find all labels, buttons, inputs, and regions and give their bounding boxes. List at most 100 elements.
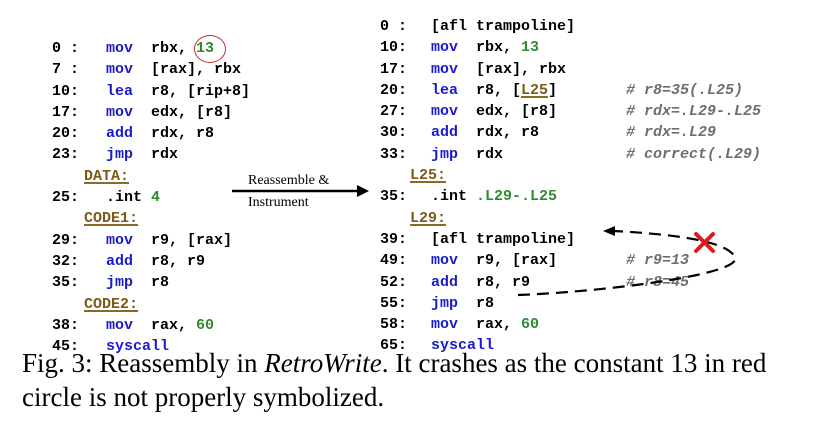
trampoline-marker: [afl trampoline] [431, 18, 576, 35]
code-label-line: L29: [380, 208, 761, 229]
arrow-label-line2: Instrument [248, 195, 309, 210]
address: 29: [52, 231, 80, 249]
code-line: 45:syscall [52, 336, 250, 357]
section-label: CODE1: [84, 210, 139, 228]
trampoline-marker: [afl trampoline] [431, 230, 576, 248]
operands: .L29-.L25 [476, 186, 557, 207]
address: 35: [380, 188, 408, 206]
code-label-line: CODE1: [52, 208, 250, 229]
code-line: 25: .int 4 [52, 187, 250, 208]
operands: rdx, r8 [476, 122, 626, 143]
section-label: L25: [410, 167, 447, 185]
code-line: 0 :[afl trampoline] [380, 16, 761, 37]
address: 0 : [52, 40, 80, 57]
operands: rax, 60 [151, 315, 214, 336]
immediate-value: 60 [521, 316, 540, 334]
section-label: L29: [410, 209, 447, 227]
immediate-value: 60 [196, 316, 215, 334]
arrow-label-line1: Reassemble & [248, 173, 330, 188]
code-comment: # r8=35(.L25) [626, 81, 744, 99]
code-line: 17: mov [rax], rbx [380, 59, 761, 80]
address: 10: [52, 82, 80, 100]
caption-tool-name: RetroWrite [264, 348, 382, 378]
address: 55: [380, 294, 408, 312]
operands: r8, [L25] [476, 80, 626, 101]
operand-text: r9, [rax] [476, 252, 558, 270]
immediate-value: .L29-.L25 [476, 188, 558, 206]
code-line: 32: add r8, r9 [52, 251, 250, 272]
operands: rax, 60 [476, 314, 539, 335]
address: 52: [380, 273, 408, 291]
address: 10: [380, 39, 408, 57]
instruction-mnemonic: mov [106, 103, 134, 121]
operand-text: rbx, [151, 40, 197, 57]
address: 49: [380, 252, 408, 270]
address: 45: [52, 338, 80, 356]
code-line: 7 :mov[rax], rbx [52, 59, 250, 80]
operand-text: edx, [r8] [476, 103, 558, 121]
instruction-mnemonic: mov [106, 40, 134, 57]
address: 17: [380, 60, 408, 78]
code-comment: # r9=13 [626, 252, 690, 270]
instruction-mnemonic: jmp [106, 274, 134, 292]
instruction-mnemonic: mov [106, 231, 134, 249]
code-line: 55: jmp r8 [380, 293, 761, 314]
instruction-mnemonic: .int [106, 189, 143, 207]
instruction-mnemonic: jmp [431, 294, 459, 312]
instruction-mnemonic: add [106, 125, 134, 143]
address: 17: [52, 103, 80, 121]
address: 38: [52, 316, 80, 334]
operand-text: r8 [476, 294, 495, 312]
address: 33: [380, 145, 408, 163]
code-label-line: DATA: [52, 166, 250, 187]
address: 20: [380, 81, 408, 99]
operands: 4 [151, 187, 160, 208]
address: 25: [52, 189, 80, 207]
operand-text: [rax], rbx [151, 61, 242, 79]
figure-caption: Fig. 3: Reassembly in RetroWrite. It cra… [22, 346, 822, 414]
immediate-value: 4 [151, 189, 161, 207]
operand-text: r8 [151, 274, 170, 292]
red-circle-highlight [194, 35, 226, 63]
operand-text: ] [548, 81, 558, 99]
operands: rdx [151, 144, 178, 165]
crash-jump-path [517, 229, 737, 297]
address: 30: [380, 124, 408, 142]
instruction-mnemonic: add [106, 252, 134, 270]
code-line: 65:syscall [380, 335, 761, 356]
operands: r8, r9 [151, 251, 205, 272]
operands: r9, [rax] [476, 250, 626, 271]
operands: [rax], rbx [476, 59, 566, 80]
operand-text: edx, [r8] [151, 103, 233, 121]
code-comment: # rdx=.L29-.L25 [626, 103, 762, 121]
section-label: CODE2: [84, 295, 139, 313]
instruction-mnemonic: mov [431, 316, 459, 334]
code-label-line: CODE2: [52, 294, 250, 315]
code-line: 20: add rdx, r8 [52, 123, 250, 144]
operand-text: r8, [ [476, 81, 522, 99]
instruction-mnemonic: jmp [106, 146, 134, 164]
operand-text: r8, r9 [476, 273, 531, 291]
instruction-mnemonic: mov [431, 252, 459, 270]
operands: rdx, r8 [151, 123, 214, 144]
code-comment: # rdx=.L29 [626, 124, 717, 142]
reassemble-arrow-head [357, 185, 369, 197]
operand-text: rbx, [476, 39, 522, 57]
crash-jump-arrow-head [603, 226, 615, 236]
code-line: 17: mov edx, [r8] [52, 102, 250, 123]
cross-icon [694, 232, 715, 253]
address: 20: [52, 125, 80, 143]
instruction-mnemonic: mov [431, 60, 459, 78]
operand-text: rdx, r8 [476, 124, 540, 142]
instruction-mnemonic: mov [431, 39, 459, 57]
address: 32: [52, 252, 80, 270]
